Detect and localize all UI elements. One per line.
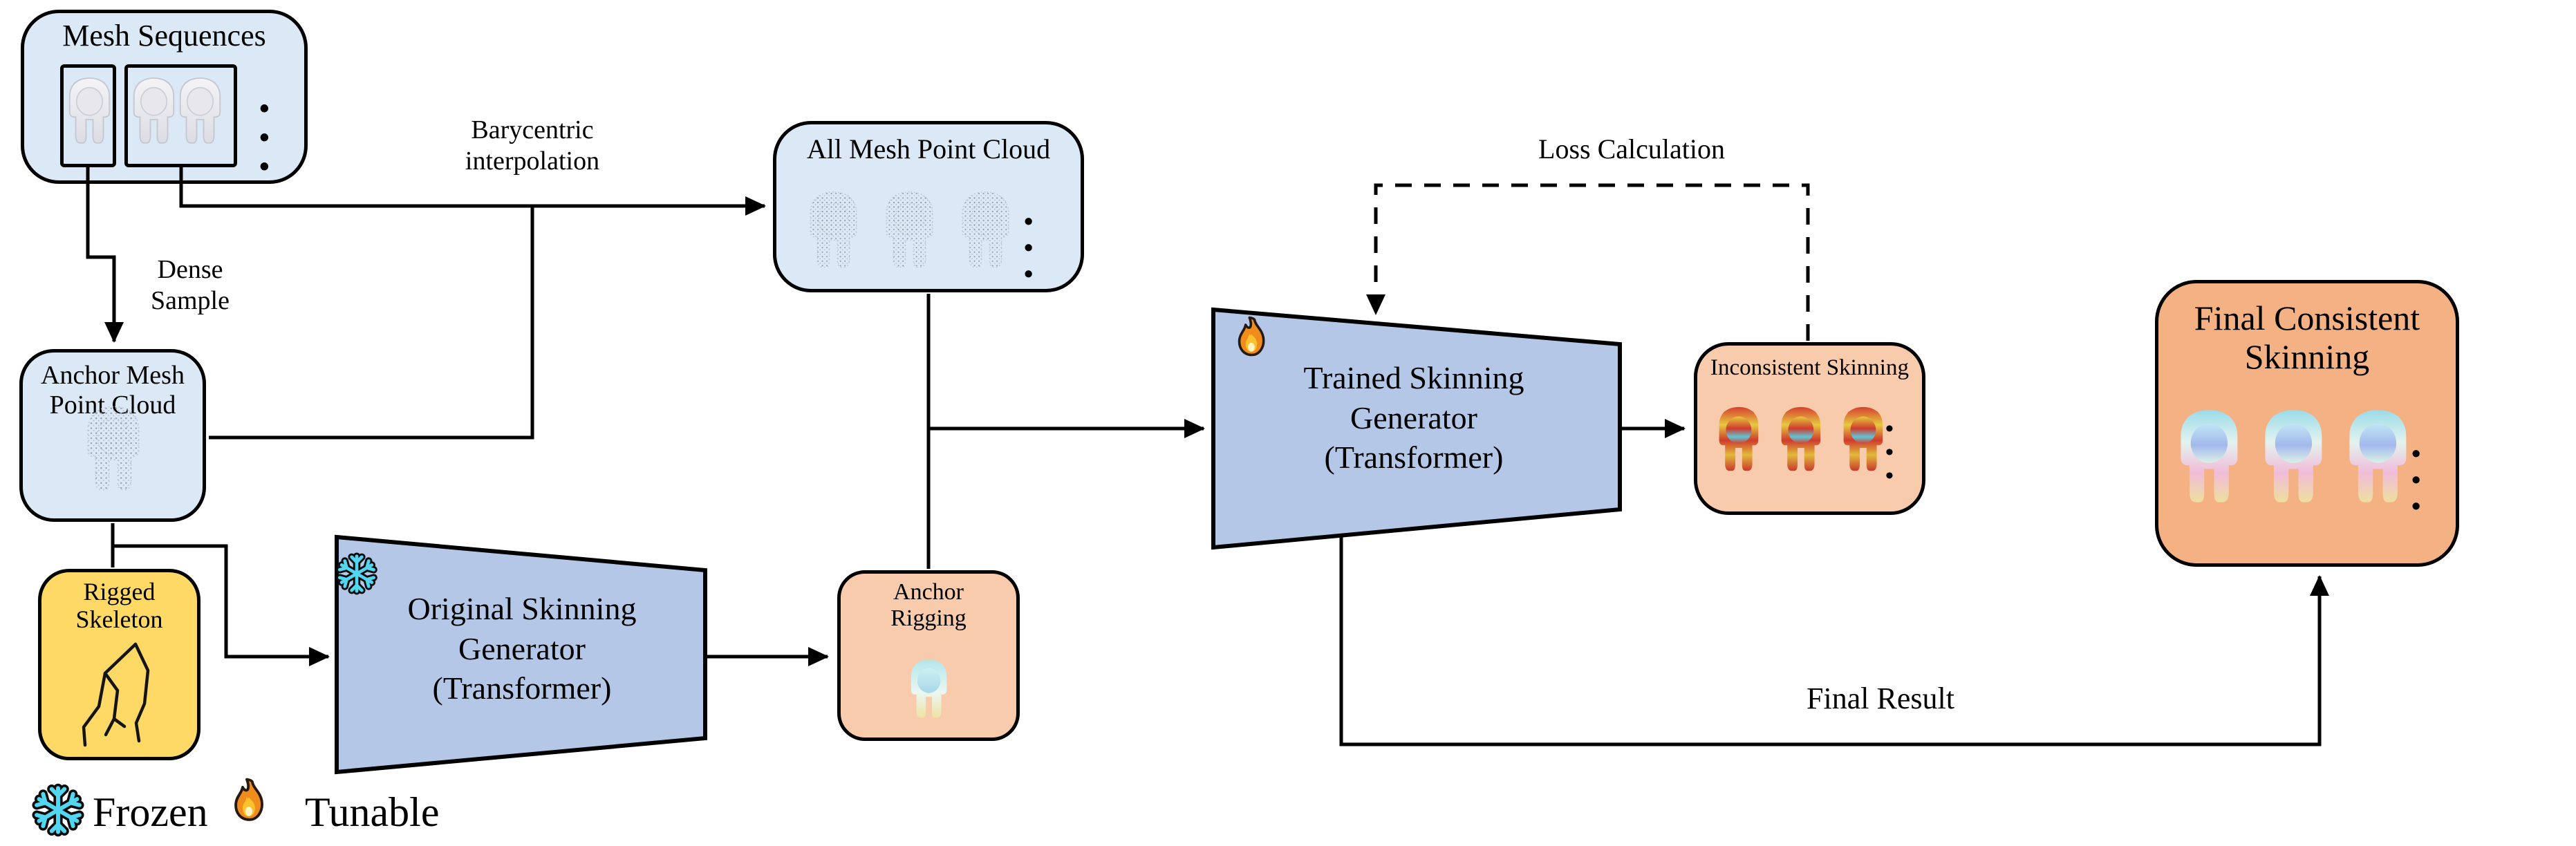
anchor-rigging-title-line1: Anchor (893, 579, 964, 605)
inconsistent-skinning-box: Inconsistent Skinning • • • (1694, 342, 1925, 515)
all-mesh-point-cloud-box: All Mesh Point Cloud • • • (773, 121, 1084, 292)
anchor-mesh-point-cloud-box: Anchor Mesh Point Cloud (19, 349, 206, 522)
anchor-mesh-point-cloud-title-line1: Anchor Mesh (41, 361, 185, 390)
flame-icon (234, 778, 263, 821)
edge-anchor-cloud-to-interpolation (209, 207, 534, 440)
mesh-frame-1 (60, 64, 116, 167)
mesh-sequences-ellipsis: • • • (259, 93, 281, 183)
rigged-skeleton-title-line2: Skeleton (75, 605, 163, 634)
rigged-skeleton-title-line1: Rigged (83, 578, 156, 605)
final-consistent-skinning-title-line2: Skinning (2244, 337, 2370, 376)
anchor-mesh-point-cloud-title-line2: Point Cloud (49, 390, 176, 420)
rigged-skeleton-box: Rigged Skeleton (38, 569, 200, 760)
anchor-rigging-box: Anchor Rigging (837, 570, 1020, 741)
original-skinning-generator-label: Original Skinning Generator (Transformer… (407, 591, 637, 706)
barycentric-interpolation-label: Barycentric interpolation (465, 115, 600, 176)
inconsistent-skinning-ellipsis: • • • (1885, 416, 1905, 489)
dense-sample-label: Dense Sample (151, 255, 230, 315)
edge-loss-calculation (1366, 183, 1810, 341)
loss-calculation-label: Loss Calculation (1538, 133, 1725, 164)
snowflake-icon (36, 788, 80, 831)
flame-icon (1238, 316, 1265, 357)
final-result-label: Final Result (1807, 682, 1954, 715)
mesh-frame-2 (124, 64, 237, 167)
edge-dense-sample (86, 167, 124, 343)
anchor-rigging-title-line2: Rigging (890, 605, 967, 632)
trained-skinning-generator-label: Trained Skinning Generator (Transformer) (1303, 360, 1524, 475)
snowflake-icon (339, 556, 375, 591)
final-consistent-skinning-box: Final Consistent Skinning • • • (2155, 280, 2459, 567)
mesh-sequences-title: Mesh Sequences (62, 19, 266, 53)
mesh-sequences-box: Mesh Sequences • • • (21, 10, 308, 184)
final-consistent-skinning-ellipsis: • • • (2411, 440, 2432, 521)
final-consistent-skinning-title-line1: Final Consistent (2194, 299, 2420, 337)
legend-frozen-label: Frozen (93, 789, 208, 835)
legend-tunable-label: Tunable (305, 789, 440, 835)
all-mesh-point-cloud-ellipsis: • • • (1024, 207, 1045, 289)
all-mesh-point-cloud-title: All Mesh Point Cloud (806, 133, 1051, 164)
inconsistent-skinning-title: Inconsistent Skinning (1710, 355, 1909, 380)
